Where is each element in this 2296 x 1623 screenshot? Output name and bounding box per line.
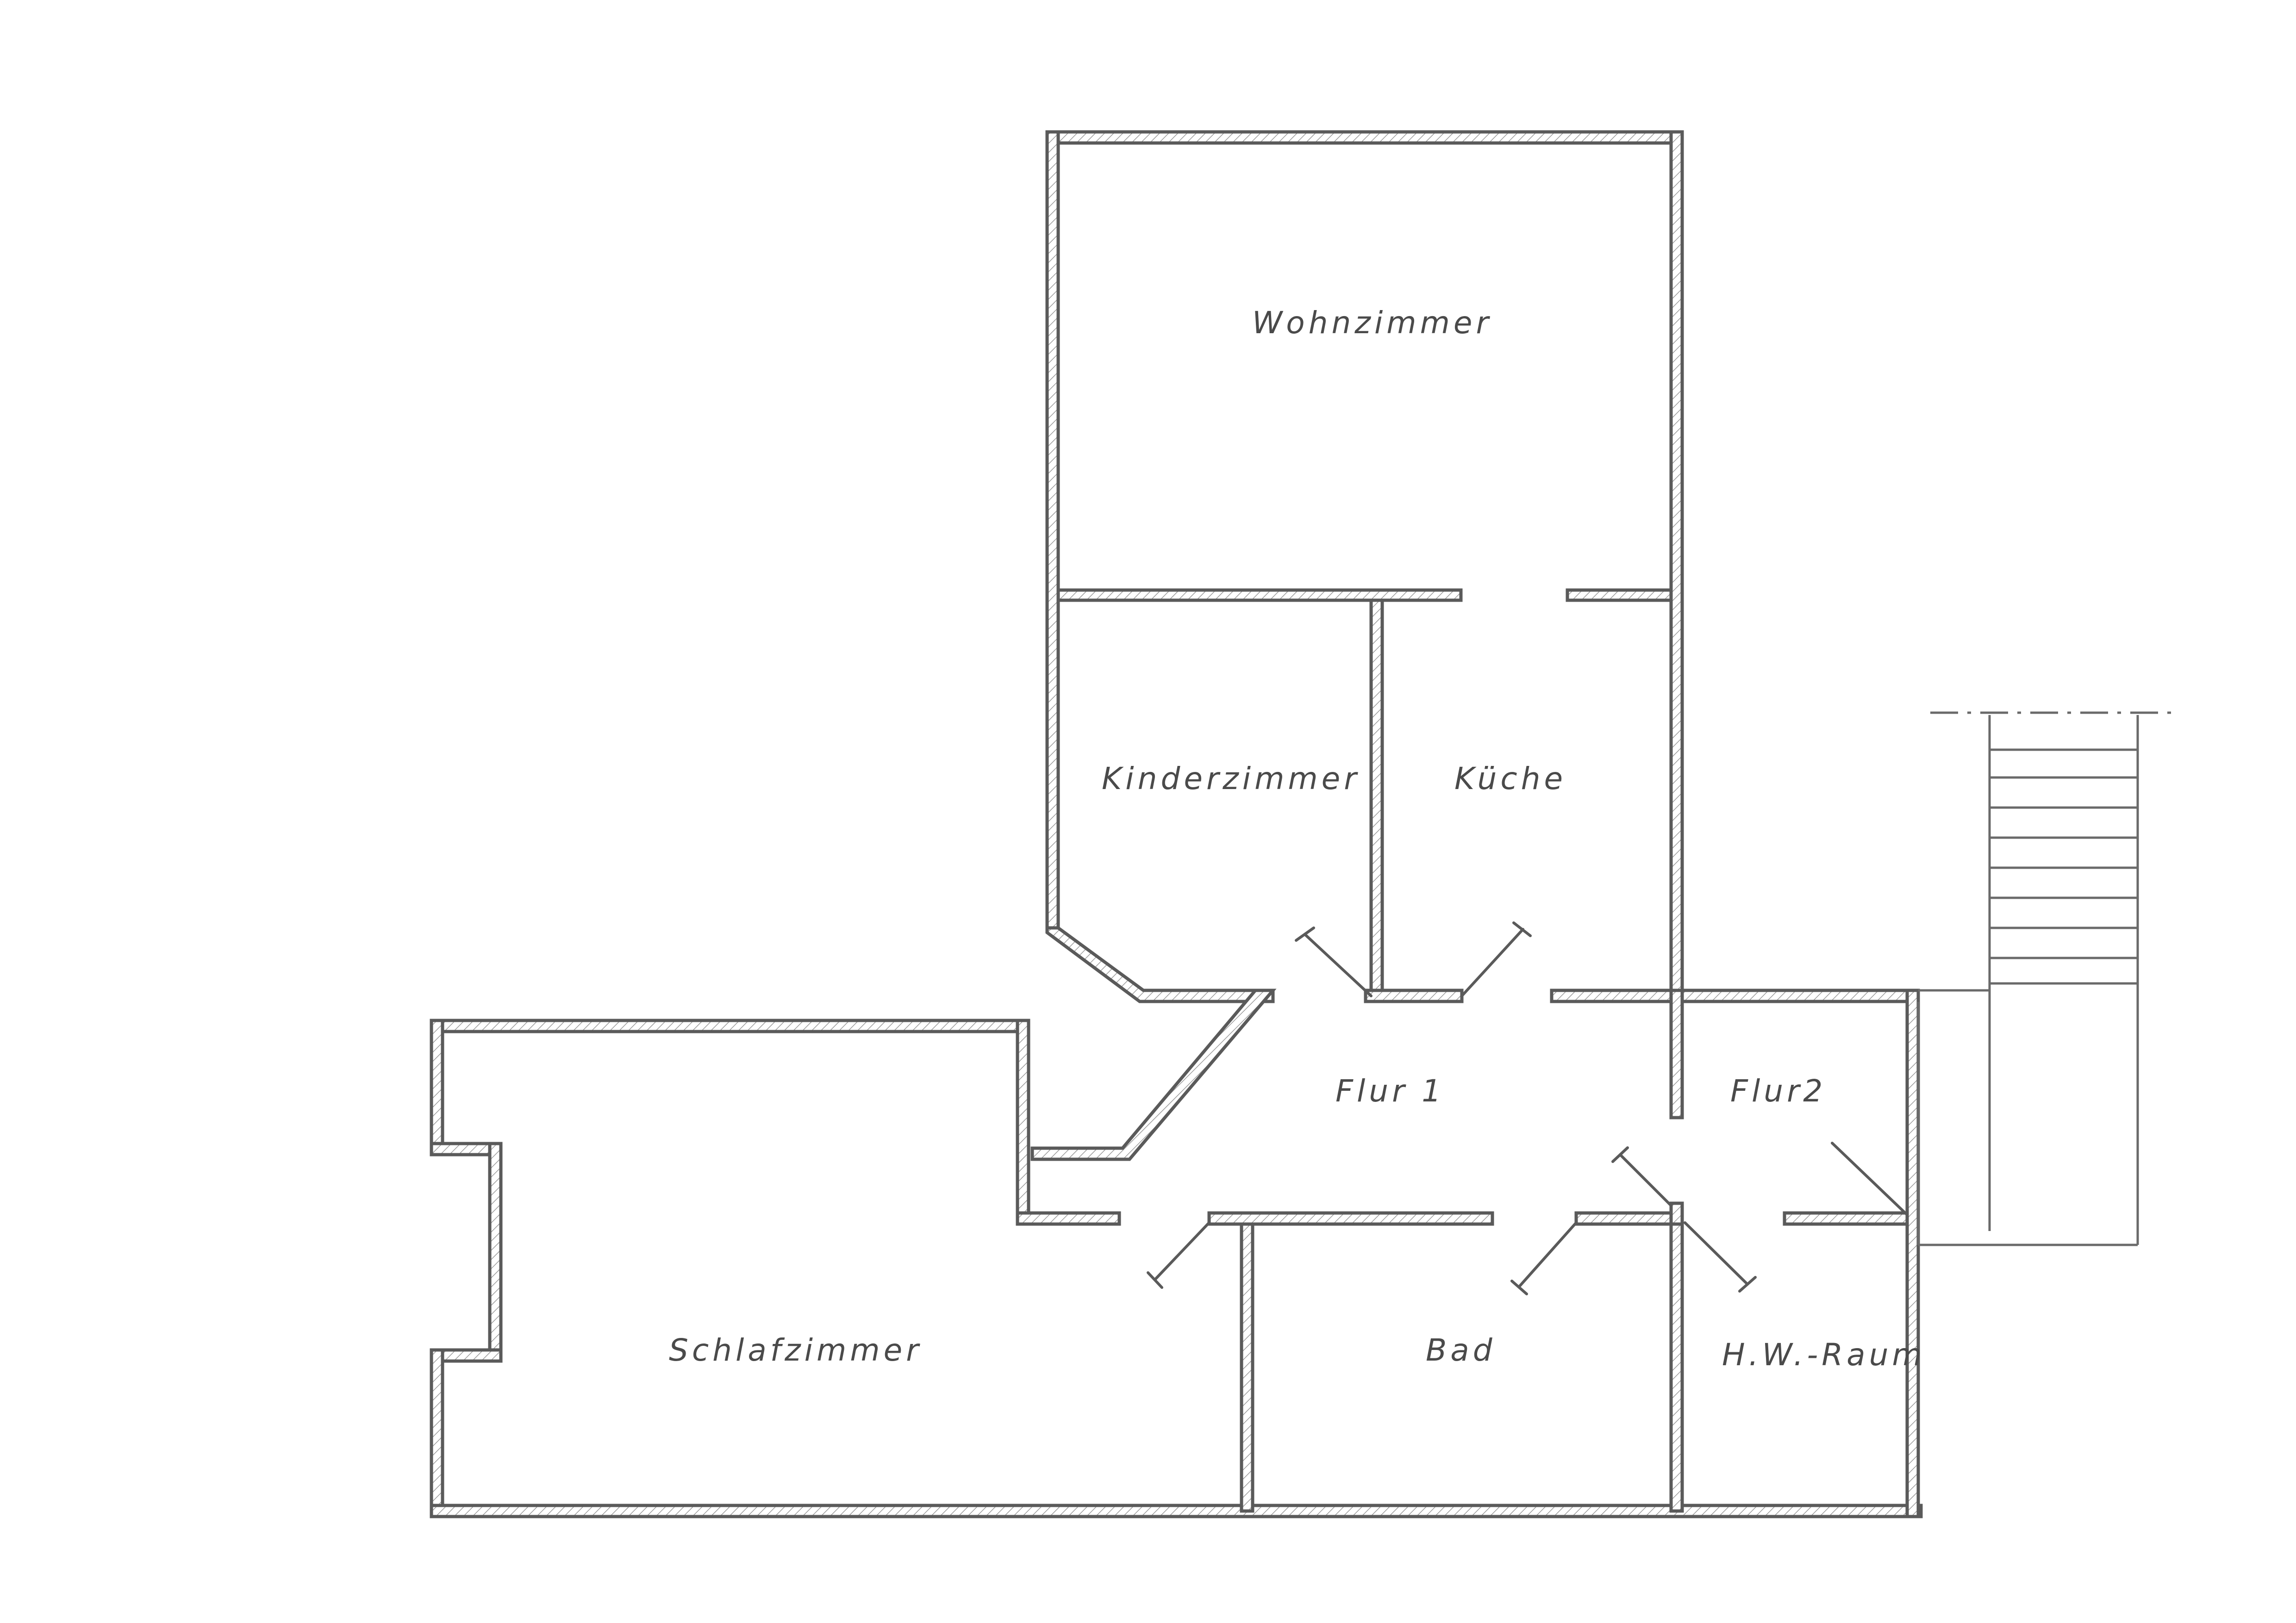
room-label-bad: Bad (1426, 1332, 1496, 1368)
room-label-flur2: Flur2 (1730, 1073, 1826, 1109)
wall-wohnzimmer-left (1045, 130, 1060, 930)
wall-flur-divider (1669, 989, 1684, 1119)
wall-bad-top-right (1574, 1211, 1684, 1226)
room-label-wohnzimmer: Wohnzimmer (1252, 305, 1492, 341)
wall-schlaf-bad (1240, 1222, 1254, 1513)
wall-east-lower (1905, 989, 1920, 1518)
walls (430, 130, 1923, 1518)
wall-schlaf-left-lower (430, 1348, 444, 1518)
door-swing-kinder (1304, 933, 1373, 997)
wall-schlaf-left-upper (430, 1019, 444, 1157)
door-swing-hw (1684, 1221, 1749, 1286)
room-label-kueche: Küche (1454, 761, 1566, 796)
wall-schlaf-top (430, 1019, 1030, 1033)
wall-schlaf-notch-side (488, 1142, 503, 1363)
door-swing-kueche (1460, 928, 1524, 997)
door-swing-bad (1518, 1221, 1578, 1288)
wall-bad-hw (1669, 1201, 1684, 1513)
wall-east-upper (1669, 130, 1684, 1041)
door-swing-flur2-tick (1611, 1146, 1629, 1163)
wall-schlaf-door-stub (1016, 1211, 1121, 1226)
wall-bad-top (1207, 1211, 1494, 1226)
door-swings (1147, 921, 1909, 1295)
wall-wohnzimmer-bottom-left (1056, 588, 1463, 602)
room-label-schlafzimmer: Schlafzimmer (669, 1332, 922, 1368)
wall-schlaf-right (1016, 1019, 1030, 1226)
wall-kinder-diagonal (1045, 926, 1275, 1003)
staircase (1917, 711, 2176, 1246)
wall-flur-diagonal (1030, 989, 1277, 1161)
door-swing-schlaf (1154, 1221, 1210, 1281)
door-swing-hw-tick (1738, 1276, 1757, 1293)
door-swing-kueche-tick (1512, 921, 1532, 937)
wall-kinder-kueche (1369, 598, 1384, 999)
wall-hw-top (1783, 1211, 1918, 1226)
room-labels: Wohnzimmer Kinderzimmer Küche Flur 1 Flu… (669, 305, 1926, 1373)
door-swing-hw-entry (1831, 1142, 1909, 1216)
room-label-flur1: Flur 1 (1335, 1073, 1445, 1109)
door-post-flur2 (1669, 1201, 1684, 1226)
room-label-hw-raum: H.W.-Raum (1722, 1337, 1926, 1373)
wall-wohnzimmer-top (1045, 130, 1684, 145)
wall-wohnzimmer-bottom-right (1566, 588, 1673, 602)
wall-flur1-top-right (1550, 989, 1920, 1003)
door-swing-flur2 (1619, 1153, 1672, 1207)
wall-divider-foot (1364, 989, 1464, 1003)
door-swing-bad-tick (1510, 1280, 1528, 1295)
wall-south (430, 1504, 1923, 1518)
door-swing-kinder-tick (1295, 927, 1315, 942)
room-label-kinderzimmer: Kinderzimmer (1102, 761, 1360, 796)
door-swing-schlaf-tick (1147, 1271, 1163, 1289)
